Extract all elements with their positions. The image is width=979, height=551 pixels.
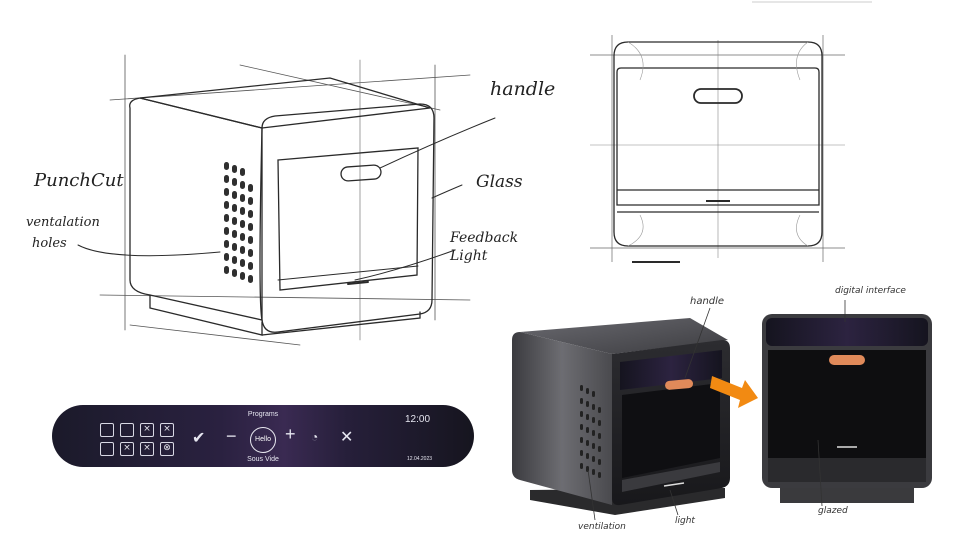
label-digital-interface: digital interface xyxy=(835,286,906,296)
label-handle-sketch: handle xyxy=(490,78,556,100)
plus-icon[interactable]: + xyxy=(285,424,296,444)
sous-vide-label: Sous Vide xyxy=(247,456,279,463)
label-ventilation: ventilation xyxy=(578,522,626,532)
program-pad-3[interactable]: × xyxy=(140,423,154,437)
close-icon[interactable]: ✕ xyxy=(340,429,354,446)
program-pad-7[interactable]: × xyxy=(140,442,154,456)
label-feedback: Feedback xyxy=(450,230,519,246)
clock-time: 12:00 xyxy=(405,414,431,425)
label-glass: Glass xyxy=(476,172,523,192)
front-elevation-sketch xyxy=(590,1,872,263)
program-pad-8[interactable]: ⊗ xyxy=(160,442,174,456)
program-pad-5[interactable] xyxy=(100,442,114,456)
timer-icon[interactable]: ◔ xyxy=(311,430,319,444)
label-ventilation-holes-1: ventalation xyxy=(26,215,100,230)
ventilation-holes xyxy=(224,162,253,283)
clock-date: 12.04.2023 xyxy=(407,456,433,462)
minus-icon[interactable]: − xyxy=(226,426,237,446)
label-light: Light xyxy=(450,248,488,264)
label-glazed: glazed xyxy=(818,506,848,516)
programs-label: Programs xyxy=(247,411,279,418)
transition-arrow-icon xyxy=(710,376,758,408)
hello-button[interactable]: Hello xyxy=(250,427,276,453)
label-handle-render: handle xyxy=(690,296,725,307)
label-ventilation-holes-2: holes xyxy=(32,236,67,251)
render-front-view xyxy=(762,300,932,507)
program-pad-2[interactable] xyxy=(120,423,134,437)
program-pad-6[interactable]: × xyxy=(120,442,134,456)
program-pad-4[interactable]: × xyxy=(160,423,174,437)
confirm-icon[interactable]: ✔ xyxy=(192,430,206,447)
program-pad-1[interactable] xyxy=(100,423,114,437)
label-light-render: light xyxy=(675,516,695,526)
render-perspective xyxy=(512,307,758,521)
label-punch-cut: PunchCut xyxy=(34,170,124,191)
